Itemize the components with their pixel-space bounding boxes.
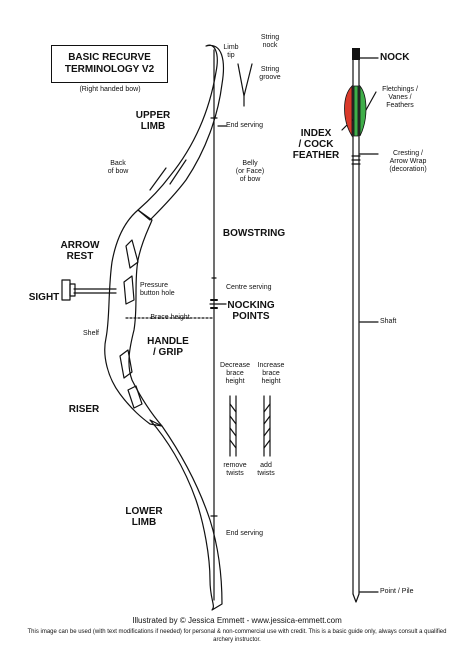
sight-pin xyxy=(61,279,71,301)
label-nock: NOCK xyxy=(380,52,410,63)
label-back-of-bow: Back of bow xyxy=(107,160,129,175)
label-cresting: Cresting / Arrow Wrap (decoration) xyxy=(389,150,427,173)
title-box: BASIC RECURVE TERMINOLOGY V2 xyxy=(51,45,168,83)
label-bowstring: BOWSTRING xyxy=(222,228,286,239)
index-feather xyxy=(344,85,353,138)
label-shaft: Shaft xyxy=(380,318,397,325)
label-nocking-points: NOCKING POINTS xyxy=(227,300,275,322)
fletching-center xyxy=(353,85,359,137)
label-handle-grip: HANDLE / GRIP xyxy=(147,336,189,358)
label-string-groove: String groove xyxy=(259,66,281,81)
label-lower-limb: LOWER LIMB xyxy=(125,506,163,528)
label-end-serving-top: End serving xyxy=(226,122,263,129)
label-fletchings: Fletchings / Vanes / Feathers xyxy=(382,86,418,109)
label-add-twists: add twists xyxy=(257,462,275,477)
lower-limb xyxy=(149,419,223,611)
label-brace-height: Brace height xyxy=(150,314,190,321)
page-title: BASIC RECURVE TERMINOLOGY V2 xyxy=(64,52,155,75)
label-point: Point / Pile xyxy=(380,588,414,595)
label-upper-limb: UPPER LIMB xyxy=(135,110,171,132)
riser xyxy=(104,209,163,427)
label-pressure-button: Pressure button hole xyxy=(140,282,175,297)
label-decrease-brace: Decrease brace height xyxy=(220,362,250,385)
label-arrow-rest: ARROW REST xyxy=(60,240,100,262)
credit-line: Illustrated by © Jessica Emmett - www.je… xyxy=(132,616,342,625)
label-limb-tip: Limb tip xyxy=(223,44,239,59)
label-string-nock: String nock xyxy=(260,34,280,49)
label-end-serving-bottom: End serving xyxy=(226,530,263,537)
label-riser: RISER xyxy=(68,404,100,415)
label-centre-serving: Centre serving xyxy=(226,284,272,291)
fletching-right xyxy=(359,84,367,137)
label-remove-twists: remove twists xyxy=(223,462,247,477)
label-index-feather: INDEX / COCK FEATHER xyxy=(292,128,340,161)
label-shelf: Shelf xyxy=(83,330,99,337)
label-increase-brace: Increase brace height xyxy=(257,362,285,385)
subtitle: (Right handed bow) xyxy=(79,86,141,93)
label-belly: Belly (or Face) of bow xyxy=(235,160,265,183)
arrow-point xyxy=(352,593,360,603)
label-sight: SIGHT xyxy=(28,292,60,303)
arrow-nock xyxy=(352,48,360,60)
usage-notice: This image can be used (with text modifi… xyxy=(27,629,447,643)
